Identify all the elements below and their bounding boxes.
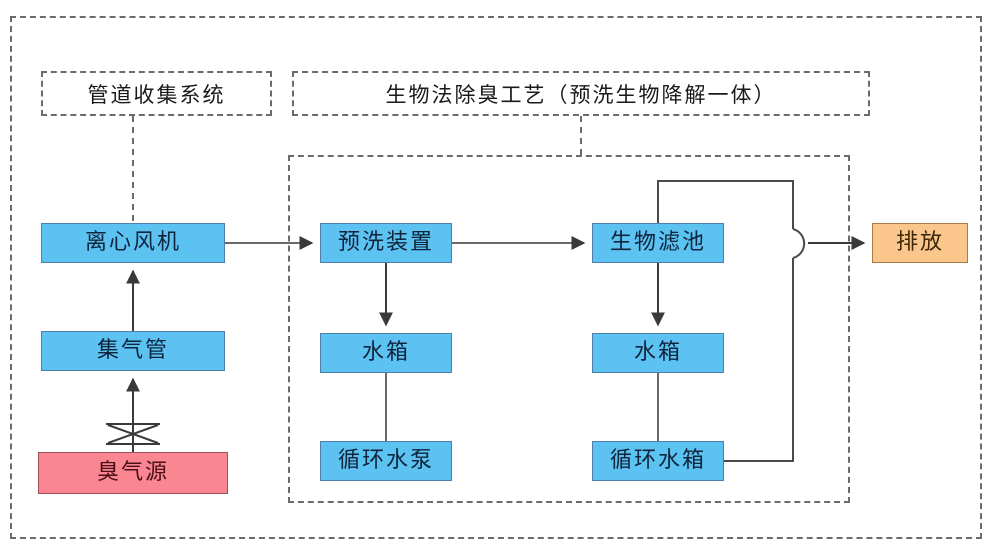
node-gas-collection-pipe[interactable]: 集气管 [41, 331, 225, 371]
group-label-bio-deodorization-text: 生物法除臭工艺（预洗生物降解一体） [385, 82, 777, 107]
node-centrifugal-fan[interactable]: 离心风机 [41, 223, 225, 263]
node-odor-source[interactable]: 臭气源 [38, 452, 228, 494]
node-circulation-pump-label: 循环水泵 [337, 448, 434, 473]
node-centrifugal-fan-label: 离心风机 [84, 230, 181, 255]
node-prewash-device[interactable]: 预洗装置 [320, 223, 452, 263]
node-biofilter-water-tank[interactable]: 水箱 [592, 333, 724, 373]
node-circulation-tank-label: 循环水箱 [609, 448, 706, 473]
group-label-pipeline-collection-text: 管道收集系统 [87, 82, 226, 107]
node-circulation-tank[interactable]: 循环水箱 [592, 441, 724, 481]
node-biofilter-label: 生物滤池 [609, 230, 706, 255]
outer-boundary [10, 16, 982, 539]
node-prewash-water-tank[interactable]: 水箱 [320, 333, 452, 373]
node-discharge[interactable]: 排放 [872, 223, 968, 263]
node-odor-source-label: 臭气源 [96, 460, 169, 485]
node-biofilter[interactable]: 生物滤池 [592, 223, 724, 263]
bio-process-boundary [288, 155, 850, 503]
group-label-pipeline-collection: 管道收集系统 [41, 71, 272, 116]
group-label-bio-deodorization: 生物法除臭工艺（预洗生物降解一体） [292, 71, 870, 116]
node-discharge-label: 排放 [895, 230, 944, 255]
node-circulation-pump[interactable]: 循环水泵 [320, 441, 452, 481]
node-prewash-water-tank-label: 水箱 [361, 340, 410, 365]
node-gas-collection-pipe-label: 集气管 [96, 338, 169, 363]
node-biofilter-water-tank-label: 水箱 [633, 340, 682, 365]
node-prewash-device-label: 预洗装置 [337, 230, 434, 255]
